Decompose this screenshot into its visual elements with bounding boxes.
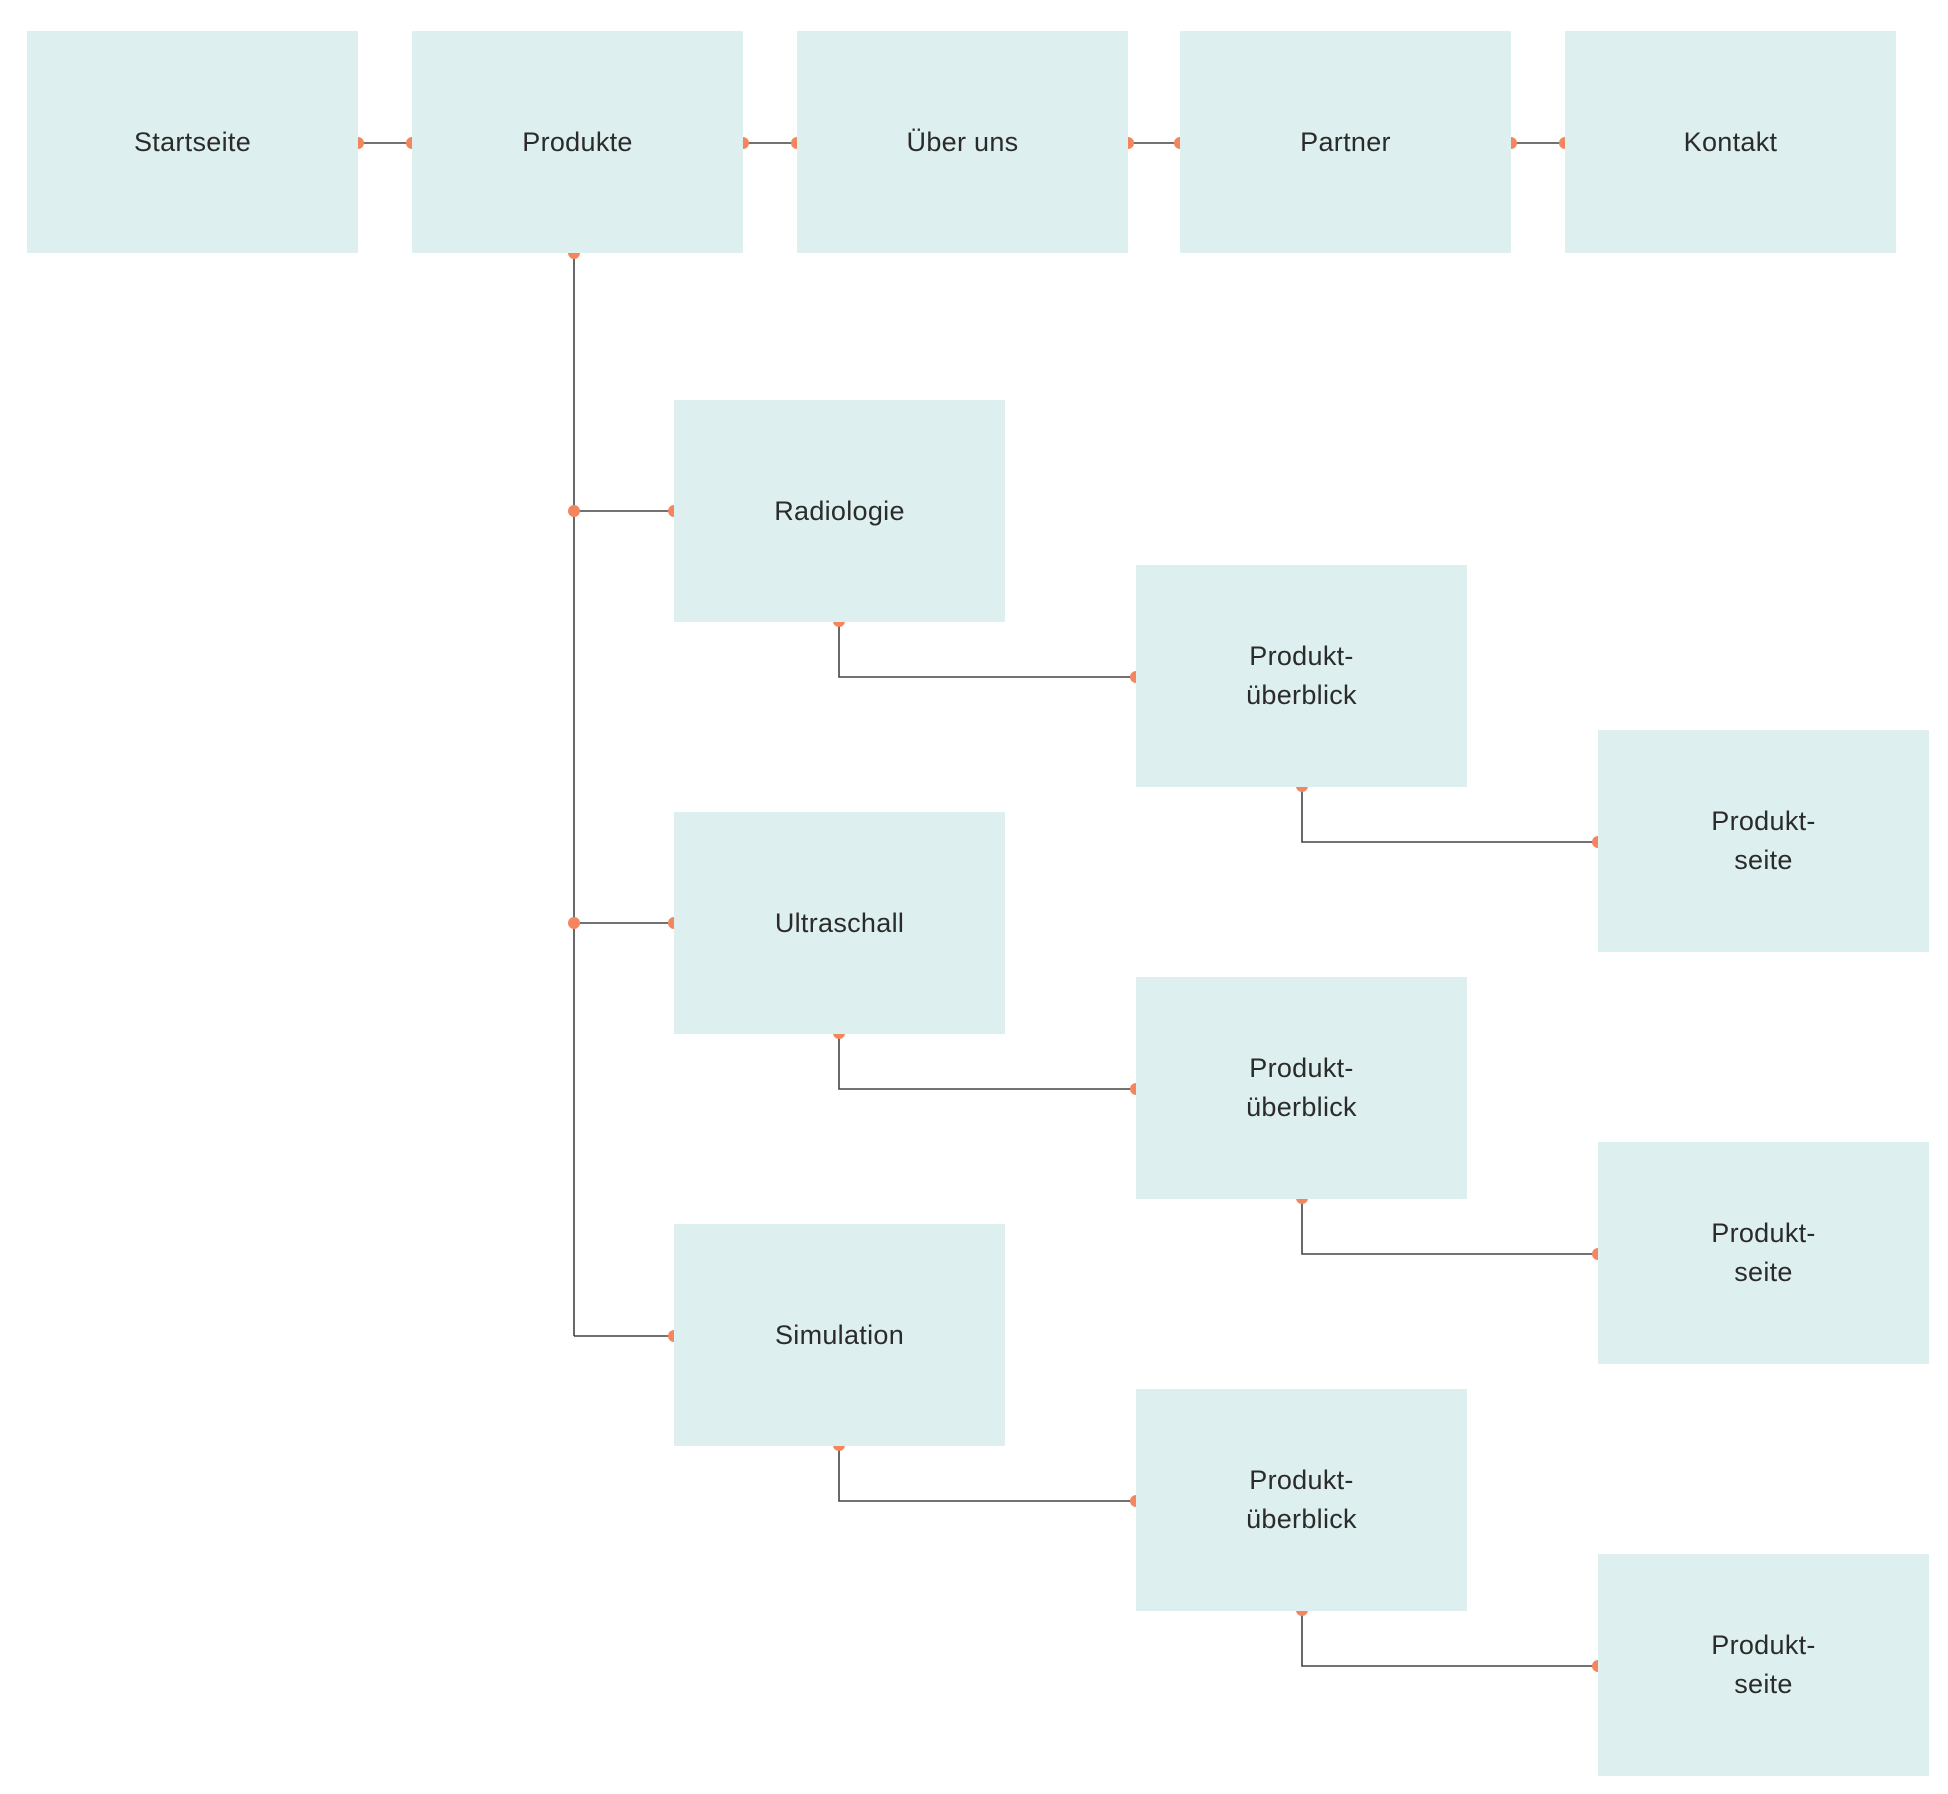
node-produkte: Produkte	[412, 31, 743, 253]
node-label-line: Produkt-	[1711, 1218, 1816, 1248]
node-label-line: überblick	[1246, 680, 1357, 710]
node-label-line: Produkt-	[1249, 1465, 1354, 1495]
node-produktueberblick: Produkt- überblick	[1136, 565, 1467, 787]
node-label: Simulation	[774, 1319, 905, 1350]
node-label-line: überblick	[1246, 1504, 1357, 1534]
node-produktseite: Produkt- seite	[1598, 730, 1929, 952]
node-kontakt: Kontakt	[1565, 31, 1896, 253]
node-simulation: Simulation	[674, 1224, 1005, 1446]
node-produktueberblick: Produkt- überblick	[1136, 1389, 1467, 1611]
node-startseite: Startseite	[27, 31, 358, 253]
edge-overview1-page	[1301, 786, 1598, 843]
connector-dot	[568, 917, 580, 929]
node-ultraschall: Ultraschall	[674, 812, 1005, 1034]
node-label: Kontakt	[1683, 126, 1778, 157]
node-label-line: überblick	[1246, 1092, 1357, 1122]
node-label-line: Produkt-	[1711, 806, 1816, 836]
node-label-line: seite	[1734, 845, 1793, 875]
node-partner: Partner	[1180, 31, 1511, 253]
node-label-line: seite	[1734, 1257, 1793, 1287]
node-label-line: Produkt-	[1249, 641, 1354, 671]
node-produktseite: Produkt- seite	[1598, 1554, 1929, 1776]
connector-dot	[568, 505, 580, 517]
node-ueber-uns: Über uns	[797, 31, 1128, 253]
node-label: Produkte	[522, 126, 633, 157]
edge-ultrasound-overview	[838, 1033, 1136, 1090]
node-label: Startseite	[133, 126, 252, 157]
node-label-line: Produkt-	[1711, 1630, 1816, 1660]
node-produktueberblick: Produkt- überblick	[1136, 977, 1467, 1199]
node-label: Ultraschall	[774, 907, 905, 938]
edge-simulation-overview	[838, 1445, 1136, 1502]
edge-radiology-overview	[838, 621, 1136, 678]
edge-overview3-page	[1301, 1610, 1598, 1667]
node-label: Über uns	[906, 126, 1019, 157]
node-label-line: Produkt-	[1249, 1053, 1354, 1083]
edge-overview2-page	[1301, 1198, 1598, 1255]
node-label: Partner	[1300, 126, 1391, 157]
node-radiologie: Radiologie	[674, 400, 1005, 622]
node-produktseite: Produkt- seite	[1598, 1142, 1929, 1364]
node-label: Radiologie	[774, 495, 905, 526]
node-label-line: seite	[1734, 1669, 1793, 1699]
